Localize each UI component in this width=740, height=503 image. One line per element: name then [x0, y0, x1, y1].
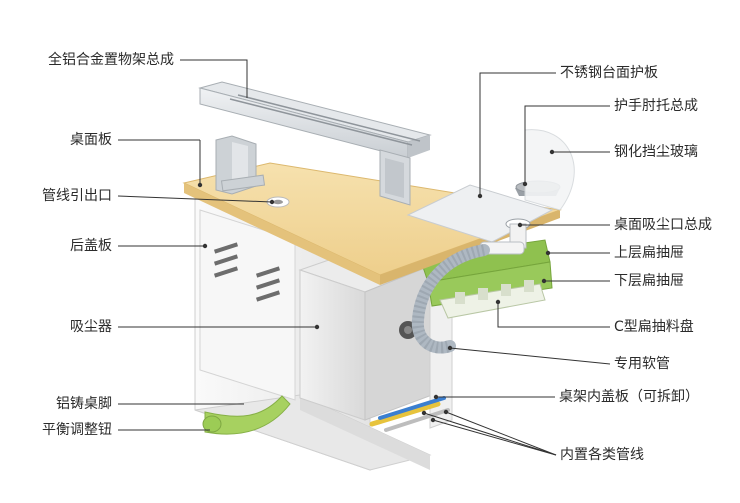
leader-elbow-rest	[524, 105, 610, 184]
leader-steel-plate	[479, 72, 556, 196]
label-upper-drawer: 上层扁抽屉	[614, 245, 684, 261]
leader-pipes-c	[445, 411, 557, 456]
leader-c-tray	[497, 302, 610, 328]
leader-pipes-b	[432, 419, 557, 456]
dot-suction	[517, 222, 523, 228]
leader-dots	[197, 149, 555, 423]
label-rear-cover-panel: 后盖板	[70, 238, 112, 254]
dot-c-tray	[495, 299, 501, 305]
label-cast-aluminum-leg: 铝铸桌脚	[56, 396, 112, 412]
leader-lines	[117, 59, 611, 456]
dot-elbow-rest	[522, 181, 528, 187]
dot-glass	[549, 149, 555, 155]
dedicated-hose	[411, 244, 490, 354]
label-lower-drawer: 下层扁抽屉	[614, 273, 684, 289]
label-stainless-steel-plate: 不锈钢台面护板	[560, 65, 658, 81]
dot-upper-drawer	[545, 250, 551, 256]
dot-rear-cover	[202, 243, 208, 249]
label-tempered-glass: 钢化挡尘玻璃	[614, 144, 698, 160]
dot-pipes-a	[421, 410, 427, 416]
dot-hose	[447, 345, 453, 351]
label-aluminum-shelf-rack: 全铝合金置物架总成	[48, 52, 174, 68]
label-cable-outlet: 管线引出口	[42, 188, 112, 204]
dot-cable-outlet	[269, 199, 275, 205]
leader-rack	[180, 59, 248, 98]
label-balance-knob: 平衡调整钮	[42, 422, 112, 438]
leader-hose	[449, 347, 611, 365]
rear-cover-panel	[199, 209, 296, 401]
suction-inlet-assembly	[479, 218, 531, 255]
label-vacuum-cleaner: 吸尘器	[70, 319, 112, 335]
label-elbow-rest-assembly: 护手肘托总成	[614, 98, 698, 114]
dot-steel-plate	[477, 193, 483, 199]
dot-pipes-c	[443, 409, 449, 415]
label-c-tray: C型扁抽料盘	[614, 319, 694, 335]
leader-cable-outlet	[117, 195, 273, 203]
dot-inner-cover	[433, 394, 439, 400]
label-suction-inlet-assembly: 桌面吸尘口总成	[614, 217, 712, 233]
dot-lower-drawer	[541, 278, 547, 284]
tempered-glass	[524, 129, 575, 211]
dot-pipes-b	[430, 417, 436, 423]
label-inner-cover-plate: 桌架内盖板（可拆卸）	[559, 389, 699, 405]
label-internal-pipelines: 内置各类管线	[560, 447, 644, 463]
dot-vacuum	[314, 324, 320, 330]
leader-pipes-a	[423, 412, 557, 456]
label-desktop-board: 桌面板	[70, 132, 112, 148]
dot-desktop	[197, 182, 203, 188]
internal-pipelines	[369, 396, 450, 432]
label-dedicated-hose: 专用软管	[614, 356, 670, 372]
aluminum-shelf-rack	[198, 81, 432, 206]
cast-aluminum-leg	[202, 395, 291, 435]
